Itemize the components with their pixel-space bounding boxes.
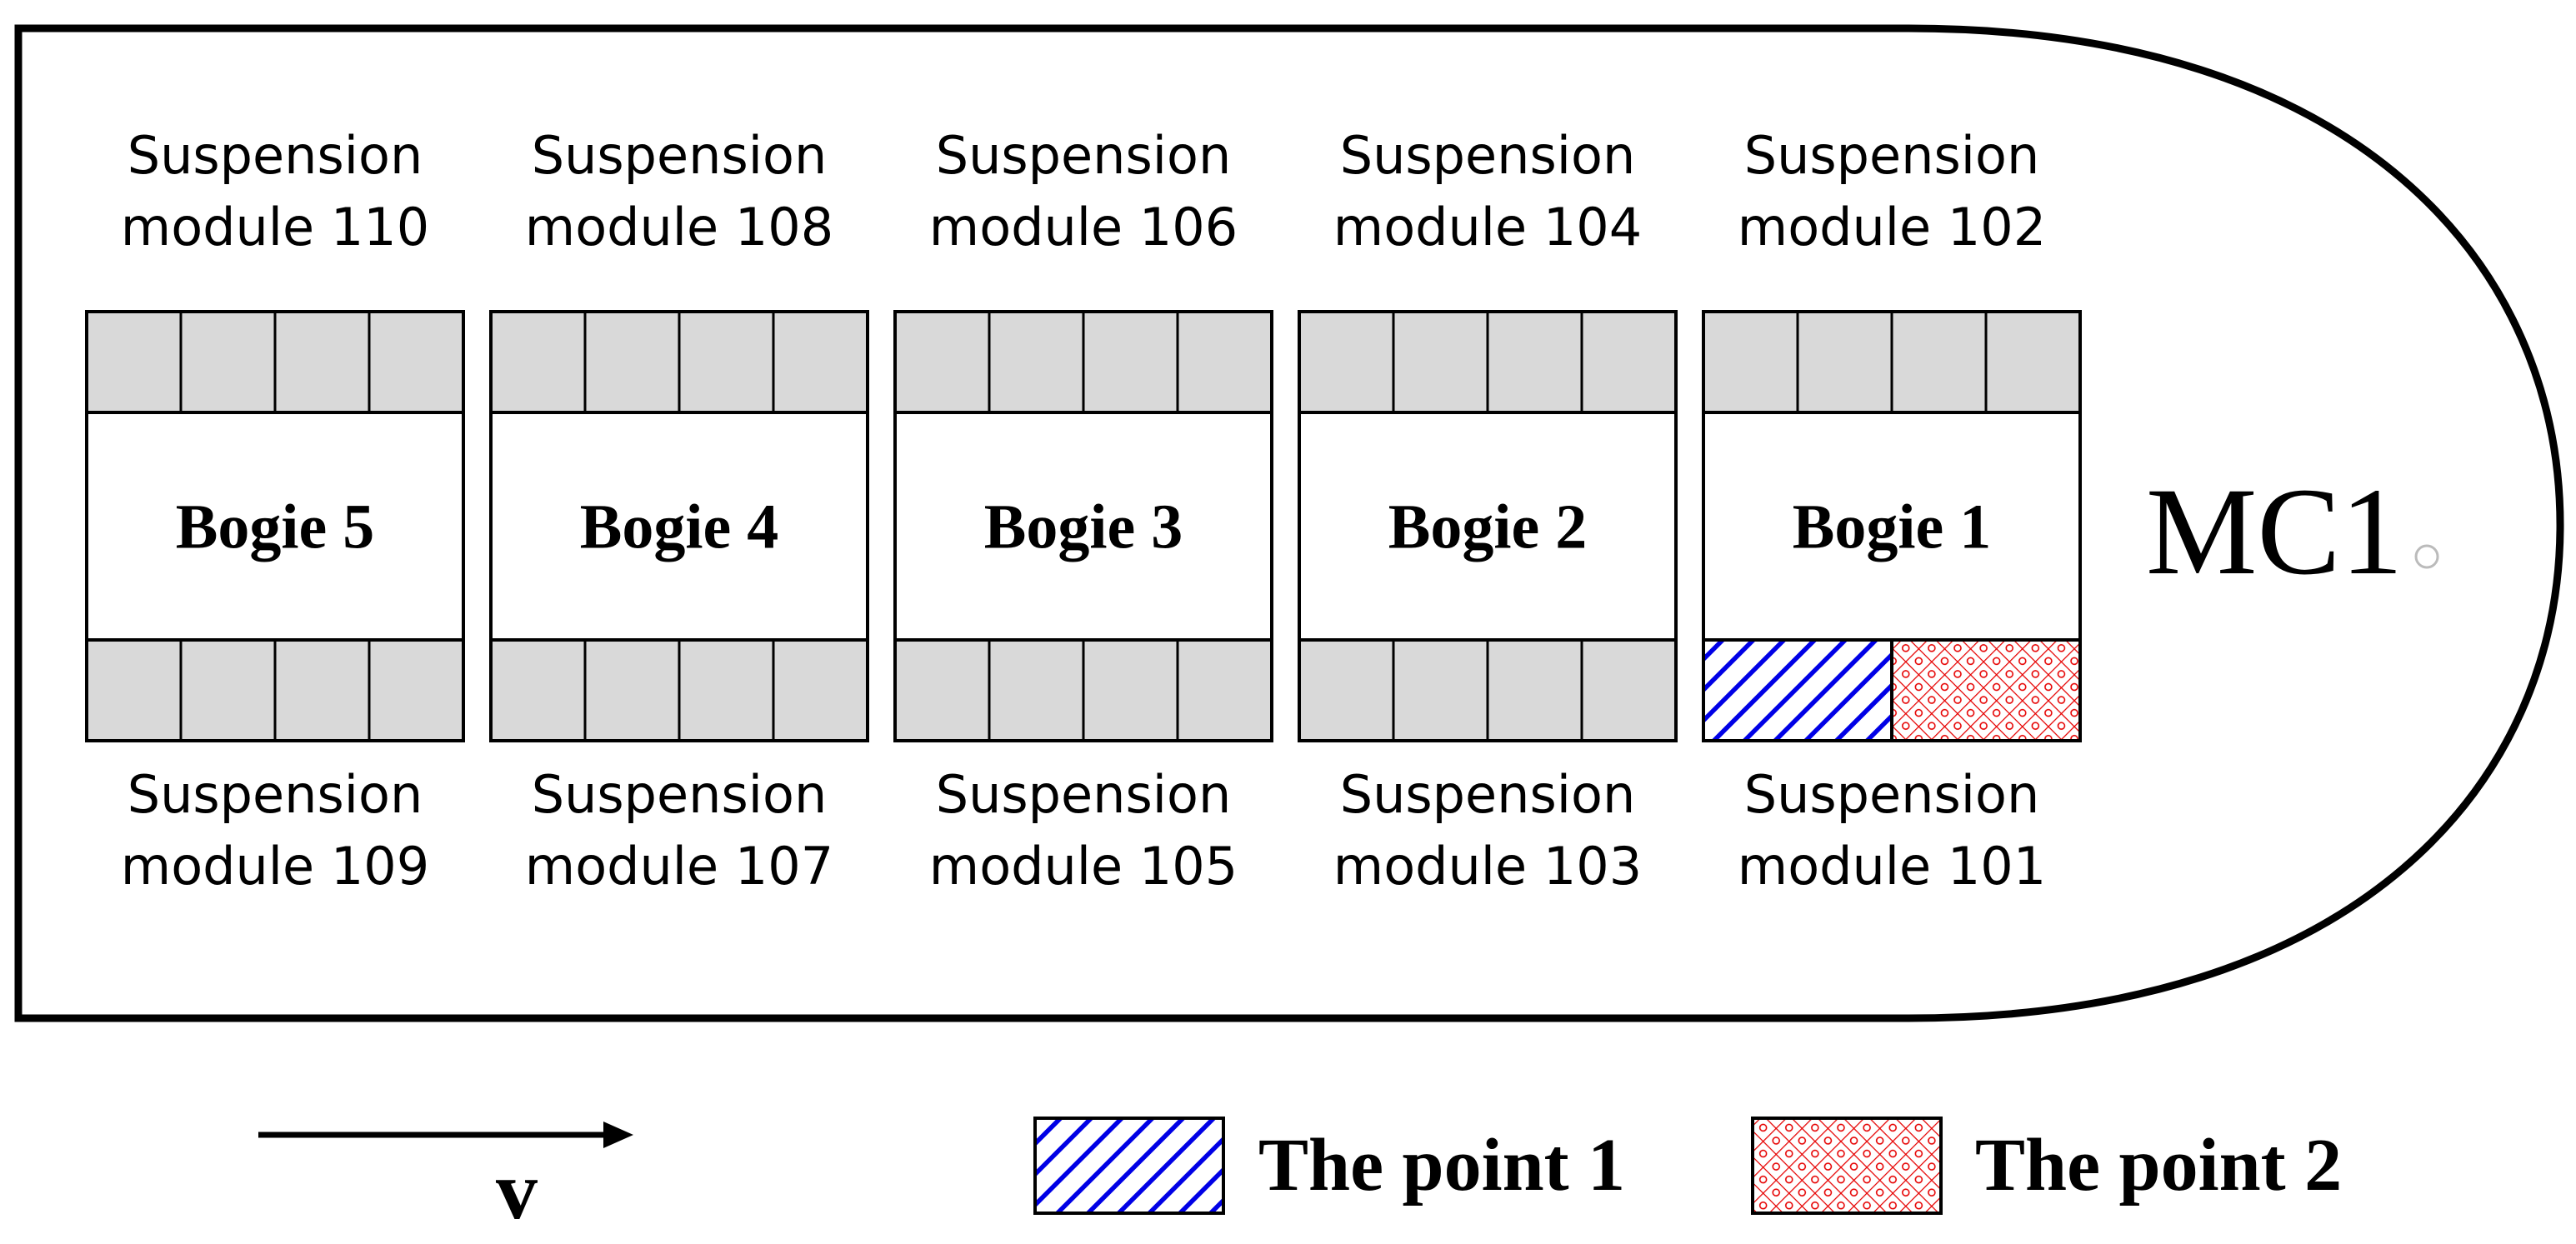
bogie-label: Bogie 1 xyxy=(1793,492,1992,562)
point-1-region xyxy=(1702,638,1893,742)
bogie-body xyxy=(1298,411,1678,642)
legend-swatch-point-1 xyxy=(1033,1117,1225,1215)
bogie-label: Bogie 5 xyxy=(176,492,375,562)
bogie-label: Bogie 3 xyxy=(984,492,1183,562)
vehicle-outline xyxy=(14,24,2564,1022)
bogie-label: Bogie 4 xyxy=(580,492,779,562)
direction-arrow xyxy=(258,1122,633,1148)
bogie-label: Bogie 2 xyxy=(1388,492,1588,562)
vehicle-label: MC1 xyxy=(2146,462,2403,601)
legend-label-point-2: The point 2 xyxy=(1975,1124,2342,1207)
direction-label: v xyxy=(496,1144,538,1237)
bogie-body xyxy=(1702,411,2082,642)
bogie-body xyxy=(489,411,869,642)
small-marker xyxy=(2414,544,2439,569)
legend-swatch-point-2 xyxy=(1751,1117,1943,1215)
legend: The point 1 The point 2 xyxy=(1033,1117,2342,1215)
point-2-region xyxy=(1890,638,2082,742)
legend-label-point-1: The point 1 xyxy=(1258,1124,1625,1207)
